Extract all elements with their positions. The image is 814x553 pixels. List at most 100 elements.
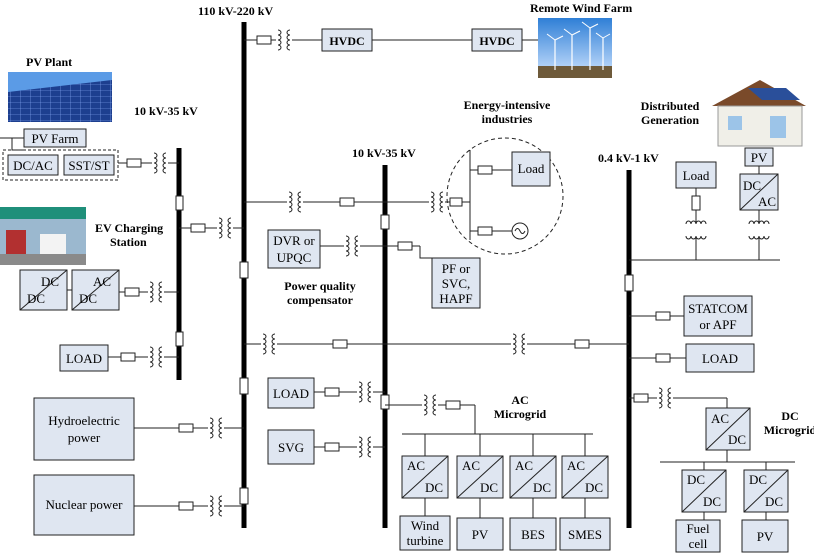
mv-left-breaker-2	[175, 331, 184, 347]
hydro-label-2: power	[68, 430, 101, 445]
fuel-cell-box	[675, 519, 721, 553]
transformer-icon	[217, 217, 233, 239]
converter-label: DC	[703, 494, 721, 509]
industries-label-2: industries	[482, 112, 533, 126]
dg-pv-label: PV	[751, 150, 768, 165]
hvdc-label-2: HVDC	[479, 34, 514, 48]
dc-pv-box	[741, 519, 789, 553]
converter-label: DC	[27, 291, 45, 306]
transformer-icon	[422, 394, 438, 416]
transformer-icon	[748, 220, 770, 240]
svg-label: SVG	[278, 440, 304, 455]
transformer-icon	[148, 281, 164, 303]
fuel-cell-label-1: Fuel	[686, 521, 710, 536]
load-mid-label: LOAD	[273, 386, 309, 401]
industries-label-1: Energy-intensive	[464, 98, 551, 112]
industrial-load-label: Load	[518, 161, 545, 176]
wind-turbine-label-1: Wind	[411, 518, 440, 533]
converter-label: DC	[749, 472, 767, 487]
dvr-label-2: UPQC	[277, 250, 312, 265]
wind-farm-label: Remote Wind Farm	[530, 1, 632, 15]
transformer-icon	[152, 152, 168, 174]
mv-mid-bus-label: 10 kV-35 kV	[352, 146, 416, 160]
transformer-icon	[511, 333, 527, 355]
ac-pv-label: PV	[472, 527, 489, 542]
converter-label: DC	[41, 274, 59, 289]
converter-label: AC	[93, 274, 111, 289]
converter-label: DC	[480, 480, 498, 495]
dg-load-label: Load	[683, 168, 710, 183]
pf-label-1: PF or	[442, 261, 471, 276]
converter-label: AC	[711, 411, 729, 426]
industrial-load-box	[511, 151, 551, 187]
dvr-label-1: DVR or	[273, 233, 315, 248]
transformer-icon	[276, 29, 292, 51]
load-left-box	[59, 344, 109, 372]
load-lv-label: LOAD	[702, 351, 738, 366]
ac-microgrid-title-1: AC	[511, 393, 528, 407]
mv-left-breaker-1	[175, 195, 184, 211]
wind-turbine-label-2: turbine	[407, 533, 444, 548]
hv-bus-breaker-3	[239, 487, 249, 505]
ac-unit-smes: AC DC SMES	[559, 434, 611, 551]
nuclear-label: Nuclear power	[46, 497, 124, 512]
pf-box	[431, 257, 481, 309]
house-picture	[712, 80, 806, 147]
hv-bus-breaker-2	[239, 377, 249, 395]
converter-label: DC	[687, 472, 705, 487]
wind-farm-picture	[538, 18, 612, 78]
transformer-icon	[344, 235, 360, 257]
hv-bus-label: 110 kV-220 kV	[198, 4, 273, 18]
statcom-label-2: or APF	[699, 317, 736, 332]
transformer-icon	[357, 381, 373, 403]
smes-label: SMES	[568, 527, 602, 542]
load-left-label: LOAD	[66, 351, 102, 366]
ev-station-label-2: Station	[110, 235, 147, 249]
dg-label-2: Generation	[641, 113, 699, 127]
converter-label: AC	[758, 194, 776, 209]
transformer-icon	[208, 417, 224, 439]
converter-label: DC	[728, 432, 746, 447]
transformer-icon	[357, 436, 373, 458]
svg-box	[267, 429, 315, 465]
converter-label: DC	[425, 480, 443, 495]
dc-microgrid-title-2: Microgrid	[764, 423, 814, 437]
dvr-box	[267, 229, 321, 269]
lv-breaker	[624, 274, 634, 292]
converter-label: DC	[533, 480, 551, 495]
hydro-label-1: Hydroelectric	[48, 413, 120, 428]
pv-farm-label: PV Farm	[31, 131, 78, 146]
transformer-icon	[287, 191, 303, 213]
pqc-label-2: compensator	[287, 293, 354, 307]
converter-label: DC	[765, 494, 783, 509]
fuel-cell-label-2: cell	[689, 536, 708, 551]
converter-label: DC	[585, 480, 603, 495]
bes-label: BES	[521, 527, 545, 542]
dc-pv-label: PV	[757, 529, 774, 544]
converter-label: DC	[79, 291, 97, 306]
converter-label: AC	[462, 458, 480, 473]
mv-mid-breaker-2	[380, 394, 390, 410]
ac-microgrid-title-2: Microgrid	[494, 407, 547, 421]
load-mid-box	[267, 377, 315, 409]
converter-label: AC	[407, 458, 425, 473]
ac-unit-pv: AC DC PV	[456, 434, 504, 551]
transformer-icon	[208, 495, 224, 517]
transformer-icon	[657, 387, 673, 409]
load-lv-box	[685, 343, 755, 373]
mv-left-bus-label: 10 kV-35 kV	[134, 104, 198, 118]
pqc-label-1: Power quality	[284, 279, 355, 293]
transformer-icon	[429, 191, 445, 213]
dg-label-1: Distributed	[641, 99, 700, 113]
mv-mid-breaker-1	[380, 214, 390, 230]
dcac-label: DC/AC	[13, 158, 53, 173]
converter-label: DC	[743, 178, 761, 193]
transformer-icon	[685, 220, 707, 240]
hv-bus-breaker-1	[239, 261, 249, 279]
pf-label-3: HAPF	[439, 291, 472, 306]
ac-unit-wind: AC DC Wind turbine	[399, 434, 451, 551]
ev-station-picture	[0, 207, 86, 265]
transformer-icon	[148, 346, 164, 368]
